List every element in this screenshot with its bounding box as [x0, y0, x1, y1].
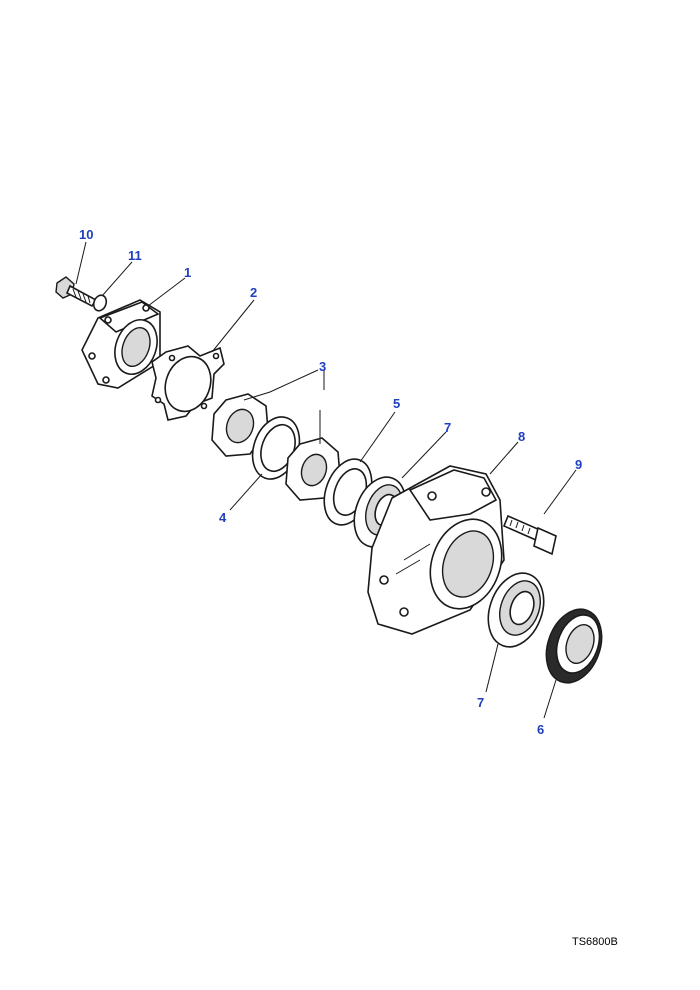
leader-lines	[75, 241, 577, 719]
wheel-hub-8	[367, 465, 505, 635]
callout-4: 4	[219, 510, 227, 525]
callout-3: 3	[319, 359, 326, 374]
callout-7-bottom: 7	[477, 695, 484, 710]
wheel-stud-9	[502, 514, 557, 556]
callout-8: 8	[518, 429, 525, 444]
hex-nut-3a	[211, 393, 269, 457]
washer-11	[92, 294, 108, 312]
figure-reference-code: TS6800B	[572, 936, 618, 948]
oil-seal-6	[545, 608, 603, 684]
callout-9: 9	[575, 457, 582, 472]
callout-7-top: 7	[444, 420, 451, 435]
bearing-7-outer	[487, 572, 545, 648]
flange-housing-1	[81, 299, 161, 389]
callout-5: 5	[393, 396, 400, 411]
callout-2: 2	[250, 285, 257, 300]
callout-11: 11	[128, 248, 142, 263]
bolt-10	[55, 276, 98, 308]
callout-10: 10	[79, 227, 93, 242]
callout-1: 1	[184, 265, 191, 280]
gasket-2	[151, 345, 225, 421]
callout-6: 6	[537, 722, 544, 737]
